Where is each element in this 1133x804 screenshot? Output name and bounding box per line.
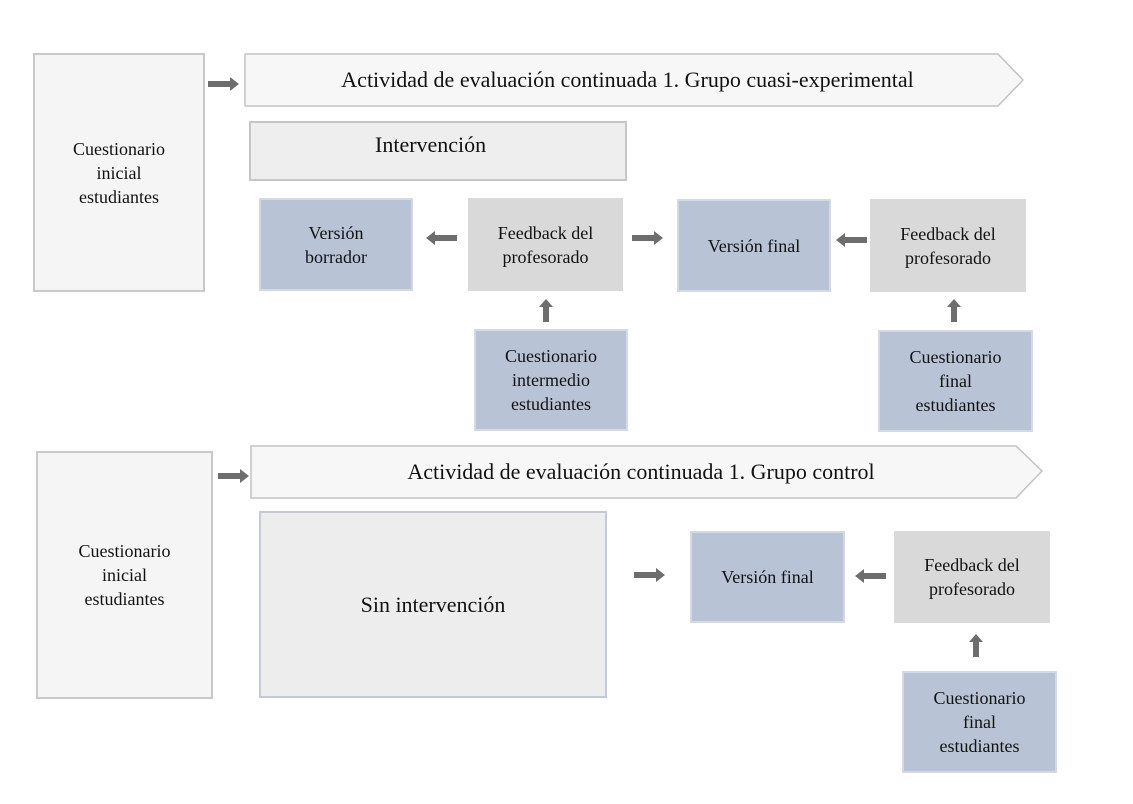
final-version-label-control: Versión final <box>721 567 814 587</box>
draft-version-box: Versión borrador <box>259 198 413 291</box>
initial-questionnaire-control-line-3: estudiantes <box>84 589 165 609</box>
no-intervention-label: Sin intervención <box>360 591 506 617</box>
right-arrow-icon <box>218 469 249 483</box>
banner-title-control: Actividad de evaluación continuada 1. Gr… <box>407 459 875 484</box>
initial-questionnaire-box-control: Cuestionario inicial estudiantes <box>36 451 213 699</box>
final-questionnaire-exp-line-1: Cuestionario <box>909 347 1002 367</box>
initial-questionnaire-control-line-2: inicial <box>102 565 147 585</box>
banner-title-experimental: Actividad de evaluación continuada 1. Gr… <box>341 67 914 92</box>
initial-questionnaire-line-2: inicial <box>96 162 142 183</box>
teacher-feedback-1-line-1: Feedback del <box>497 222 594 243</box>
initial-questionnaire-box-experimental: Cuestionario inicial estudiantes <box>33 53 205 292</box>
initial-questionnaire-line-3: estudiantes <box>79 186 159 207</box>
left-arrow-icon <box>855 569 886 583</box>
final-questionnaire-exp-line-3: estudiantes <box>915 395 996 415</box>
right-arrow-icon <box>634 568 665 582</box>
final-questionnaire-exp-line-2: final <box>939 371 972 391</box>
right-arrow-icon <box>208 77 239 91</box>
left-arrow-icon <box>836 233 867 247</box>
intermediate-questionnaire-line-2: intermedio <box>512 370 590 390</box>
final-questionnaire-box-experimental: Cuestionario final estudiantes <box>878 330 1033 432</box>
final-questionnaire-control-line-2: final <box>963 712 996 732</box>
teacher-feedback-box-control: Feedback del profesorado <box>894 531 1050 623</box>
final-questionnaire-box-control: Cuestionario final estudiantes <box>902 671 1057 773</box>
intervention-box: Intervención <box>249 121 627 181</box>
intermediate-questionnaire-box: Cuestionario intermedio estudiantes <box>474 329 628 431</box>
draft-version-line-1: Versión <box>308 222 364 243</box>
initial-questionnaire-line-1: Cuestionario <box>73 138 165 159</box>
up-arrow-icon <box>539 299 553 322</box>
left-arrow-icon <box>426 231 457 245</box>
intermediate-questionnaire-line-3: estudiantes <box>511 394 591 414</box>
teacher-feedback-2-line-2: profesorado <box>905 247 991 268</box>
final-version-box-experimental: Versión final <box>677 199 831 292</box>
intervention-label: Intervención <box>375 132 487 157</box>
up-arrow-icon <box>969 634 983 657</box>
teacher-feedback-2-line-1: Feedback del <box>900 223 996 244</box>
teacher-feedback-box-1: Feedback del profesorado <box>468 198 623 291</box>
teacher-feedback-control-line-2: profesorado <box>929 579 1015 599</box>
right-arrow-icon <box>632 231 663 245</box>
initial-questionnaire-control-line-1: Cuestionario <box>78 541 171 561</box>
draft-version-line-2: borrador <box>305 246 367 267</box>
final-version-label-experimental: Versión final <box>707 235 801 256</box>
no-intervention-box: Sin intervención <box>259 511 607 698</box>
final-version-box-control: Versión final <box>690 531 845 623</box>
teacher-feedback-control-line-1: Feedback del <box>924 555 1020 575</box>
final-questionnaire-control-line-3: estudiantes <box>939 736 1020 756</box>
banner-shape-control <box>250 445 1044 499</box>
intermediate-questionnaire-line-1: Cuestionario <box>505 346 597 366</box>
up-arrow-icon <box>947 299 961 322</box>
banner-shape-experimental <box>244 53 1025 107</box>
teacher-feedback-1-line-2: profesorado <box>502 246 589 267</box>
teacher-feedback-box-2: Feedback del profesorado <box>870 199 1026 292</box>
final-questionnaire-control-line-1: Cuestionario <box>933 688 1026 708</box>
